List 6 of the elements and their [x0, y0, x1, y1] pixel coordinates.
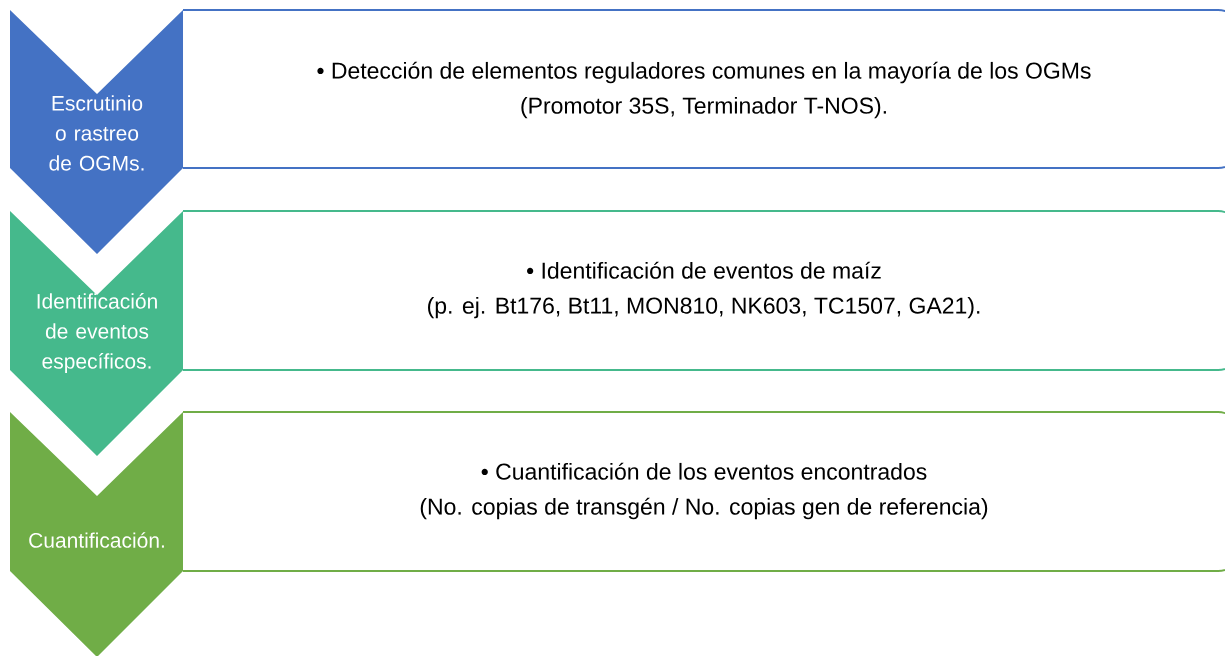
step-box: • Detección de elementos reguladores comunes en la mayoría de los OGMs (Promotor 35S, Terminador T-NOS). [182, 9, 1225, 169]
step-band: Escrutinio o rastreo de OGMs. [10, 10, 183, 254]
step-box: • Identificación de eventos de maíz (p. ej. Bt176, Bt11, MON810, NK603, TC1507, GA21). [182, 210, 1225, 371]
step-box: • Cuantificación de los eventos encontrados (No. copias de transgén / No. copias gen de referencia) [182, 411, 1225, 572]
step-band: Cuantificación. [10, 412, 183, 656]
step-band: Identificación de eventos específicos. [10, 211, 183, 456]
